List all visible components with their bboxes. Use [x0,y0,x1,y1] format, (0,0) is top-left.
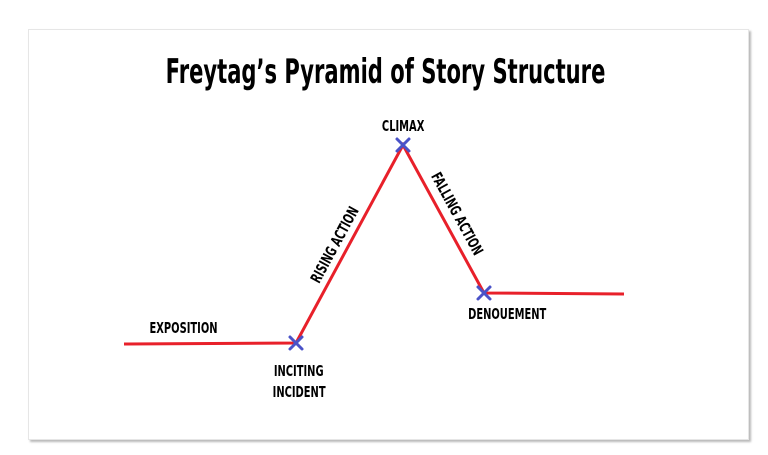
label-climax: CLIMAX [381,117,425,135]
denouement-marker-icon [476,285,492,301]
label-exposition: EXPOSITION [149,319,218,337]
label-inciting-incident: INCITING INCIDENT [272,362,326,401]
diagram-card [28,29,749,440]
diagram-title: Freytag’s Pyramid of Story Structure [165,52,606,92]
story-arc-line [123,141,625,346]
climax-marker-icon [395,137,411,153]
inciting-incident-marker-icon [288,335,304,351]
label-denouement: DENOUEMENT [468,305,547,323]
